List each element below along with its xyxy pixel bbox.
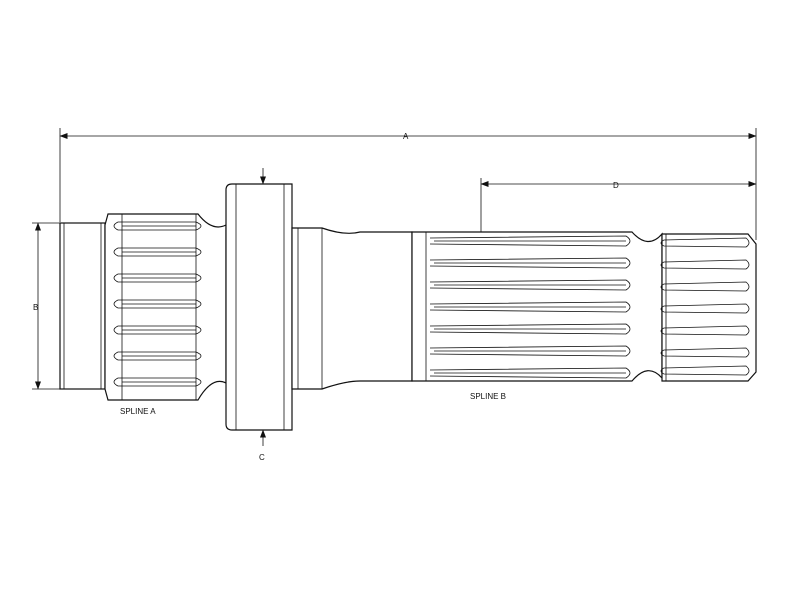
spline-b-label: SPLINE B <box>470 392 506 401</box>
dimension-a: A <box>59 128 757 240</box>
spline-b-end <box>660 233 757 382</box>
pilot-section <box>59 222 106 390</box>
spline-a-label: SPLINE A <box>120 407 156 416</box>
shoulder <box>291 227 413 390</box>
dimension-a-label: A <box>403 132 409 141</box>
dimension-b: B <box>32 222 60 390</box>
spline-b <box>411 231 663 382</box>
collar <box>225 183 293 431</box>
dimension-c-label: C <box>259 453 265 462</box>
dimension-d-label: D <box>613 181 619 190</box>
dimension-b-label: B <box>33 303 38 312</box>
spline-a <box>104 213 227 401</box>
dimension-d: D <box>480 178 757 234</box>
dimension-c: C <box>259 168 266 462</box>
